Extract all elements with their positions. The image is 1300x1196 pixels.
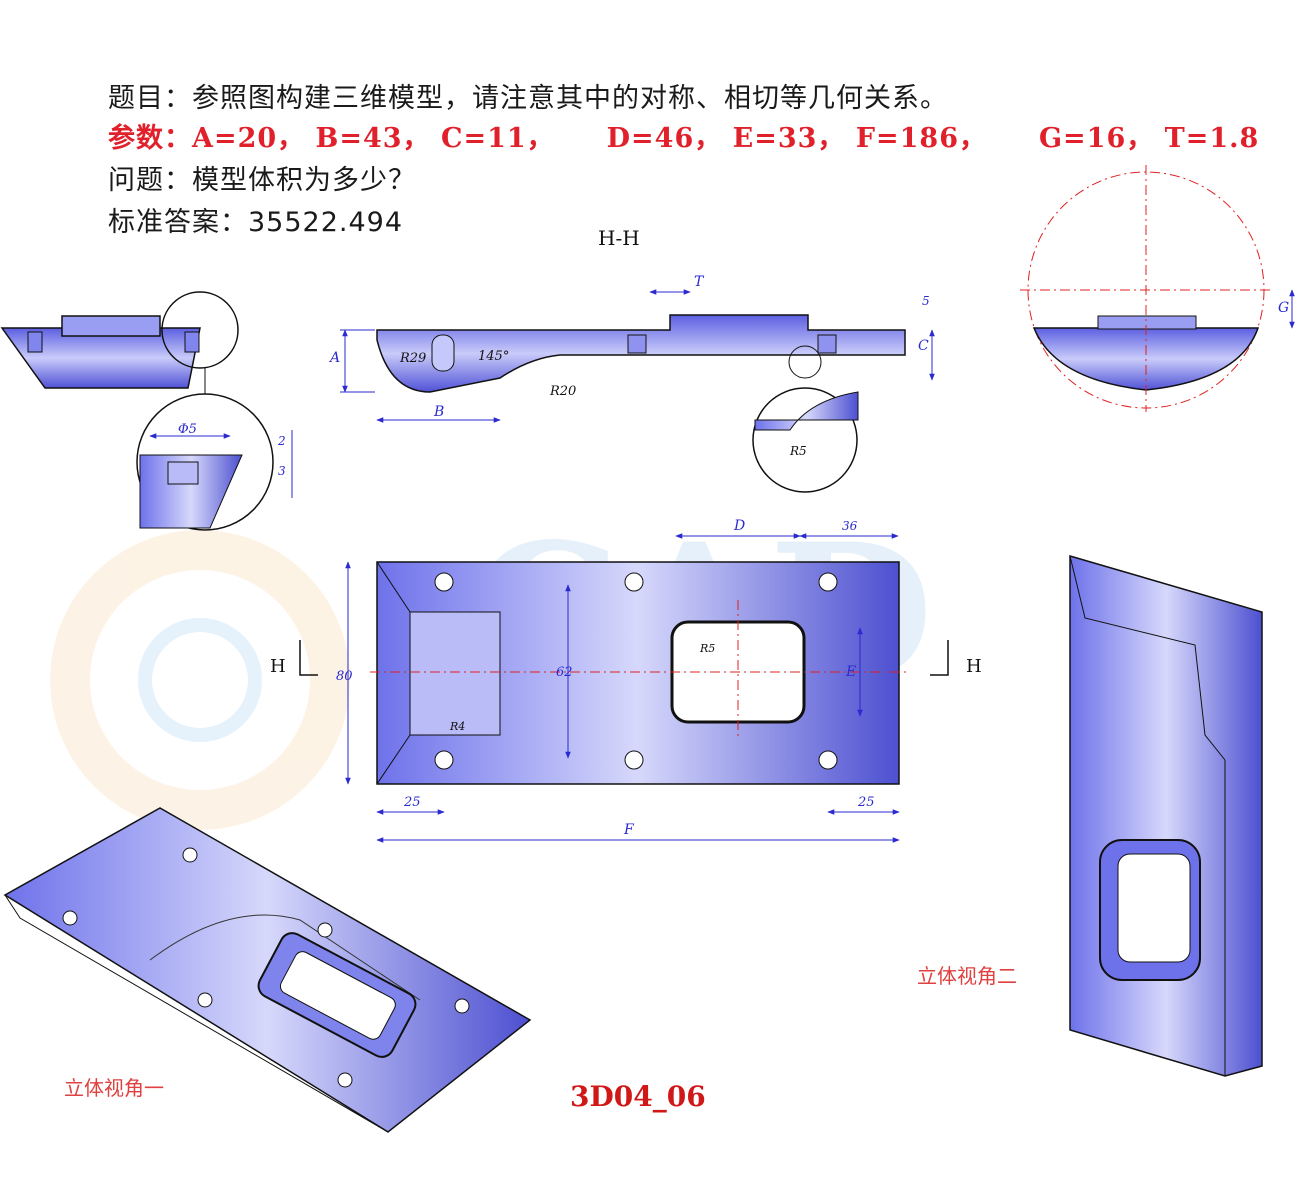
dim-25-right-label: 25 [857,795,875,810]
dim-c-label: C [918,338,929,354]
iso-view-one [3,807,532,1133]
end-view-right: G [1020,165,1295,412]
dim-b-label: B [433,404,444,420]
dim-e-label: E [845,664,856,680]
caption-view-two: 立体视角二 [917,964,1017,988]
params-line: 参数：A=20， B=43， C=11， D=46， E=33， F=186， … [108,123,1260,154]
dim-3-label: 3 [278,464,286,478]
dim-g-label: G [1278,300,1289,316]
dim-25-left-label: 25 [403,795,421,810]
dim-80-label: 80 [336,669,353,684]
section-marker-right: H [966,656,982,677]
dim-t-label: T [694,274,705,290]
r4-label: R4 [449,720,465,733]
section-view-hh: A B C 5 T R29 145° R20 [328,274,935,423]
detail-view-hole: Φ5 2 3 [136,393,293,531]
dim-62-label: 62 [556,665,573,680]
section-title: H-H [598,226,640,250]
part-code: 3D04_06 [570,1080,706,1113]
r5-label: R5 [789,444,807,458]
topic-line: 题目：参照图构建三维模型，请注意其中的对称、相切等几何关系。 [108,83,948,114]
plan-view: 80 62 E D 36 25 25 F R5 R4 H H [270,518,982,843]
dim-36-label: 36 [842,519,858,533]
angle-label: 145° [478,349,509,364]
dim-d-label: D [733,518,745,534]
dim-5-label: 5 [922,294,930,308]
dim-a-label: A [328,350,340,366]
question-line: 问题：模型体积为多少？ [108,165,416,196]
r5-plan-label: R5 [699,642,715,655]
detail-view-fillet: R5 [752,345,859,493]
section-marker-left: H [270,656,286,677]
phi5-label: Φ5 [178,422,197,437]
iso-view-two [1069,555,1263,1077]
dim-f-label: F [623,822,635,838]
answer-line: 标准答案：35522.494 [108,207,404,238]
caption-view-one: 立体视角一 [64,1076,164,1100]
dim-2-label: 2 [277,434,286,448]
r20-label: R20 [549,384,576,399]
r29-label: R29 [399,351,426,366]
end-view-left [0,291,239,415]
